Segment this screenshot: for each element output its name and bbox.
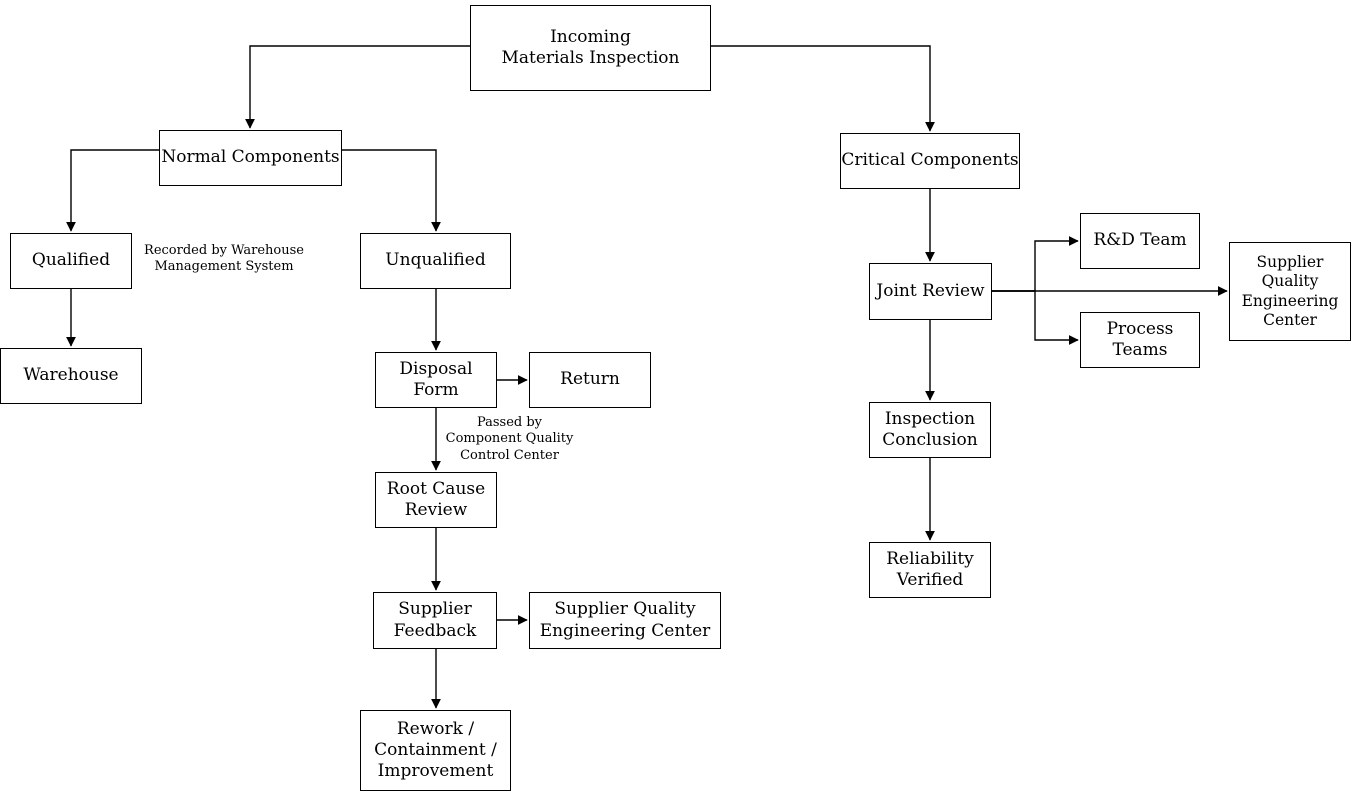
node-rework-containment-improvement[interactable]: Rework / Containment / Improvement	[360, 710, 511, 791]
node-inspection-conclusion[interactable]: Inspection Conclusion	[869, 402, 991, 458]
edge-incoming-critical	[711, 45, 935, 132]
edge-normal-qualified	[66, 149, 159, 232]
node-joint-review[interactable]: Joint Review	[869, 263, 992, 320]
node-process-teams[interactable]: Process Teams	[1080, 312, 1200, 368]
node-incoming-materials-inspection[interactable]: Incoming Materials Inspection	[470, 5, 711, 91]
node-warehouse[interactable]: Warehouse	[0, 348, 142, 404]
edge-incoming-normal	[245, 45, 470, 129]
edge-label-warehouse-management-system: Recorded by Warehouse Management System	[144, 243, 304, 275]
node-return[interactable]: Return	[529, 352, 651, 408]
edge-label-component-quality-control-center: Passed by Component Quality Control Cent…	[445, 415, 574, 463]
edge-jointreview-rdteam	[992, 236, 1079, 292]
node-supplier-quality-engineering-center-left[interactable]: Supplier Quality Engineering Center	[529, 592, 721, 649]
node-root-cause-review[interactable]: Root Cause Review	[375, 472, 497, 528]
node-normal-components[interactable]: Normal Components	[159, 130, 342, 186]
node-unqualified[interactable]: Unqualified	[360, 233, 511, 289]
node-rd-team[interactable]: R&D Team	[1080, 213, 1200, 269]
edge-normal-unqualified	[342, 149, 441, 232]
edge-jointreview-processteams	[992, 290, 1079, 345]
node-qualified[interactable]: Qualified	[10, 233, 132, 289]
node-supplier-quality-engineering-center-right[interactable]: Supplier Quality Engineering Center	[1229, 242, 1351, 341]
node-supplier-feedback[interactable]: Supplier Feedback	[373, 592, 497, 649]
node-disposal-form[interactable]: Disposal Form	[375, 352, 497, 408]
node-critical-components[interactable]: Critical Components	[840, 133, 1020, 189]
node-reliability-verified[interactable]: Reliability Verified	[869, 542, 991, 598]
